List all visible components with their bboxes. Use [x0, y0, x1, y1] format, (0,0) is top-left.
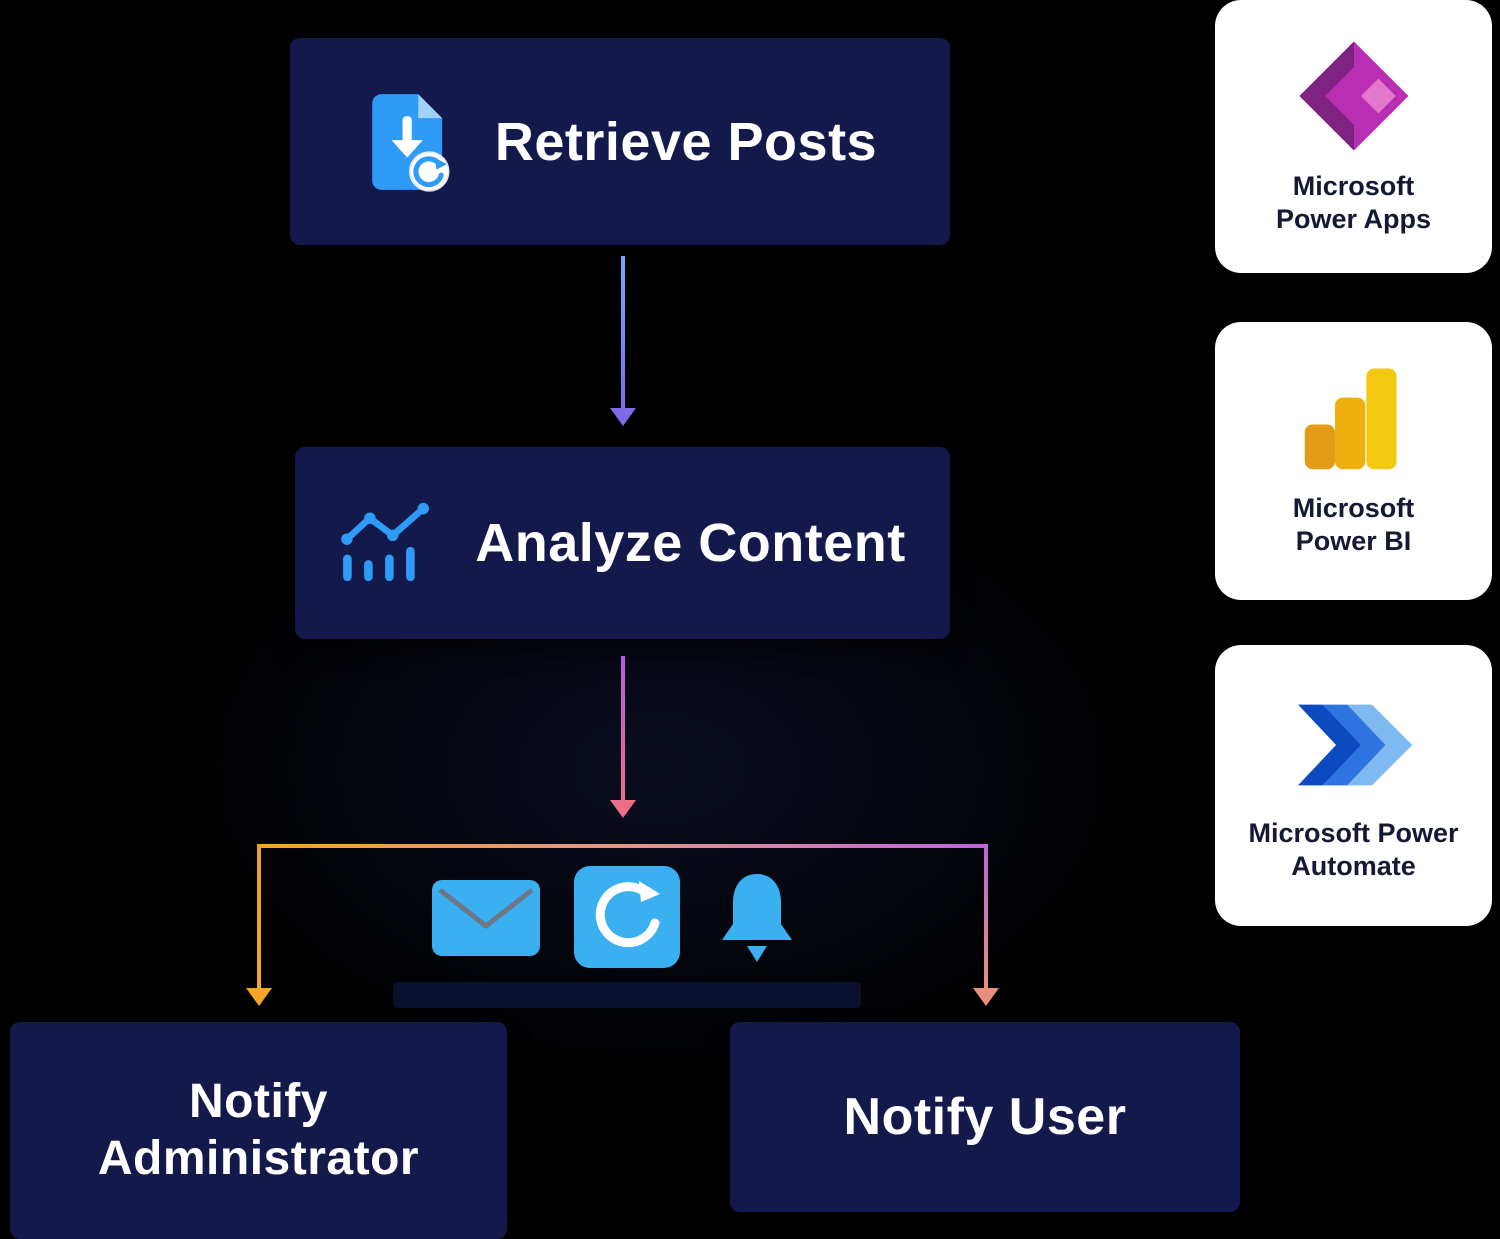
- legend-card-power-automate: Microsoft Power Automate: [1215, 645, 1492, 926]
- legend-card-power-bi: Microsoft Power BI: [1215, 322, 1492, 600]
- card-label-line1: Microsoft Power: [1248, 817, 1459, 848]
- brand-circle-icon: [574, 866, 680, 968]
- node-label-notify-user: Notify User: [843, 1088, 1127, 1146]
- node-label-retrieve: Retrieve Posts: [494, 111, 878, 172]
- card-label-line1: Microsoft: [1292, 493, 1415, 524]
- card-label-line2: Power Apps: [1275, 203, 1432, 234]
- node-retrieve-posts: Retrieve Posts: [290, 38, 950, 245]
- arrow-retrieve-to-analyze: [621, 256, 625, 412]
- arrow-analyze-to-branch: [621, 656, 625, 804]
- arrow-analyze-to-branch-head: [610, 800, 636, 818]
- analytics-chart-icon: [339, 501, 435, 585]
- card-label-line2: Power BI: [1295, 526, 1412, 556]
- card-label-power-automate: Microsoft Power Automate: [1248, 817, 1458, 883]
- notification-bell-icon: [714, 868, 800, 968]
- branch-connector-line: [257, 844, 988, 848]
- branch-left-line: [257, 844, 261, 990]
- node-notify-administrator: Notify Administrator: [10, 1022, 507, 1239]
- email-envelope-icon: [432, 880, 540, 956]
- power-bi-logo: [1298, 364, 1410, 476]
- node-notify-user: Notify User: [730, 1022, 1240, 1212]
- channel-icons-shelf: [393, 982, 861, 1008]
- card-label-line2: Automate: [1291, 850, 1416, 881]
- arrow-retrieve-to-analyze-head: [610, 408, 636, 426]
- document-download-icon: [363, 90, 455, 194]
- node-label-notify-admin: Notify Administrator: [97, 1074, 420, 1185]
- branch-left-arrowhead: [246, 988, 272, 1006]
- node-analyze-content: Analyze Content: [295, 447, 950, 639]
- power-automate-logo: [1295, 689, 1413, 801]
- card-label-power-bi: Microsoft Power BI: [1293, 492, 1415, 558]
- branch-right-line: [984, 844, 988, 990]
- card-label-power-apps: Microsoft Power Apps: [1276, 170, 1431, 236]
- node-label-analyze: Analyze Content: [475, 513, 906, 573]
- branch-right-arrowhead: [973, 988, 999, 1006]
- legend-card-power-apps: Microsoft Power Apps: [1215, 0, 1492, 273]
- card-label-line1: Microsoft: [1292, 170, 1415, 201]
- power-apps-logo: [1296, 38, 1412, 154]
